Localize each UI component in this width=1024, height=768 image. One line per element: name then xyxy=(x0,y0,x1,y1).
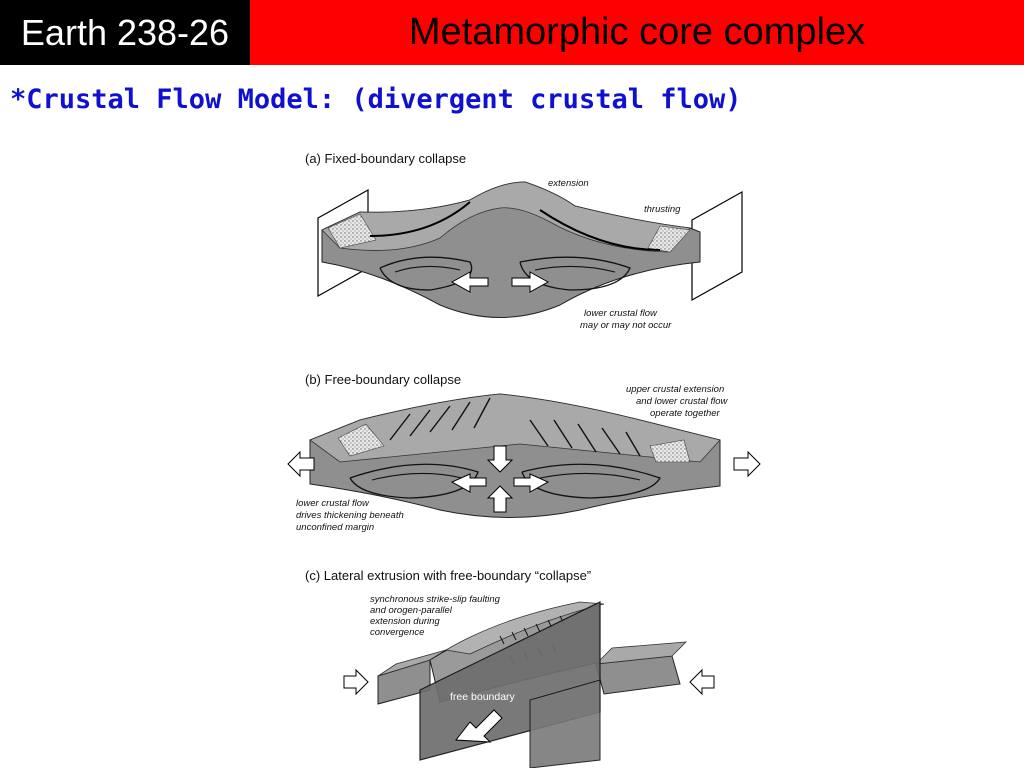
flow-arrow-right-a xyxy=(511,271,550,293)
panel-a: (a) Fixed-boundary collapse extension th… xyxy=(305,151,743,331)
sediment-right-b xyxy=(649,439,691,463)
flow-arrow-right-b xyxy=(513,473,550,493)
fixed-boundary-wall-right xyxy=(691,190,743,302)
flow-note-a2: may or may not occur xyxy=(580,320,672,331)
extension-label-a: extension xyxy=(548,178,589,189)
convergence-arrow-left xyxy=(343,668,369,696)
panel-b-note-2: and lower crustal flow xyxy=(636,396,728,407)
free-boundary-label: free boundary xyxy=(450,691,516,703)
panel-b-caption: (b) Free-boundary collapse xyxy=(305,372,461,387)
panel-b-flow-3: unconfined margin xyxy=(296,522,374,533)
panel-b-flow-1: lower crustal flow xyxy=(296,498,370,509)
flow-arrow-left-b xyxy=(450,473,487,493)
flow-arrow-up-b xyxy=(486,485,514,513)
sediment-left-b xyxy=(337,423,385,457)
crust-surface-b xyxy=(309,393,721,463)
extrusion-arrow xyxy=(455,709,503,743)
course-tag: Earth 238-26 xyxy=(0,0,250,65)
flow-arrow-left-a xyxy=(450,271,489,293)
panel-c-note-4: convergence xyxy=(370,627,424,638)
panel-b-note-1: upper crustal extension xyxy=(626,384,724,395)
panel-c-note-2: and orogen-parallel xyxy=(370,605,453,616)
thrusting-label-a: thrusting xyxy=(644,204,681,215)
flow-note-a1: lower crustal flow xyxy=(584,308,658,319)
panel-b-note-3: operate together xyxy=(650,408,721,419)
normal-fault-left-a xyxy=(369,201,471,237)
sediment-right-a xyxy=(647,225,691,253)
slide-title: Metamorphic core complex xyxy=(250,0,1024,65)
flow-arrow-down-b xyxy=(486,445,514,473)
free-boundary-arrow-right-b xyxy=(733,450,761,478)
panel-c-note-1: synchronous strike-slip faulting xyxy=(370,594,501,605)
crust-surface-a xyxy=(321,181,691,253)
normal-faults-b xyxy=(389,397,641,457)
slide-subtitle: *Crustal Flow Model: (divergent crustal … xyxy=(10,84,742,115)
panel-a-caption: (a) Fixed-boundary collapse xyxy=(305,151,466,166)
free-boundary-arrow-left-b xyxy=(287,450,315,478)
panel-c-note-3: extension during xyxy=(370,616,440,627)
panel-c-caption: (c) Lateral extrusion with free-boundary… xyxy=(305,568,591,583)
normal-fault-right-a xyxy=(539,209,661,251)
convergence-arrow-right xyxy=(689,668,715,696)
sediment-left-a xyxy=(327,213,377,249)
panel-b-flow-2: drives thickening beneath xyxy=(296,510,404,521)
panel-b: (b) Free-boundary collapse upper crustal… xyxy=(287,372,761,533)
panel-c: (c) Lateral extrusion with free-boundary… xyxy=(305,568,715,768)
